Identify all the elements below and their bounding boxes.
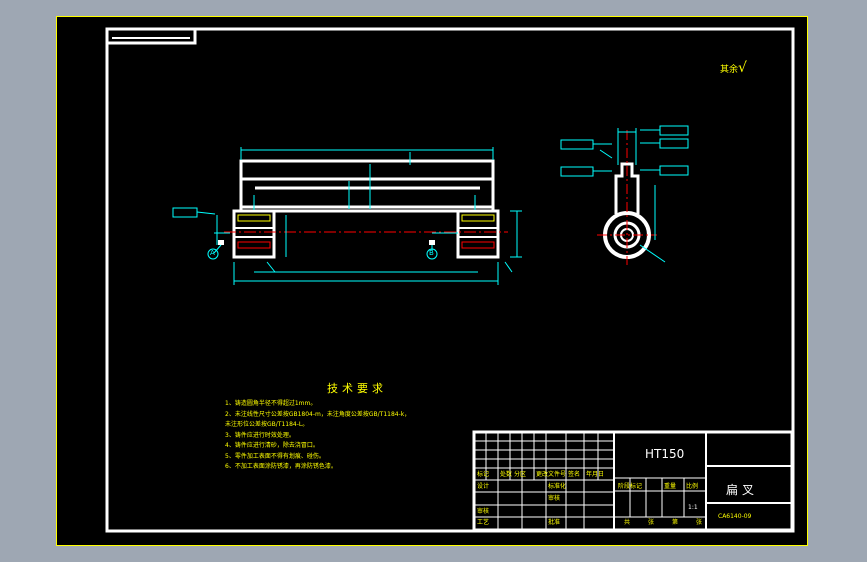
code-box — [105, 27, 197, 45]
title-block-left-grid — [474, 432, 614, 530]
outer-border-line — [56, 16, 808, 546]
roughness-note-label: 其余 — [720, 65, 739, 75]
datum-b-label: B — [429, 249, 434, 257]
tb-sheet-label: 共 — [624, 519, 631, 526]
part-name: 扁叉 — [726, 483, 759, 497]
tech-requirement-item: 1、铸造圆角半径不得超过1mm。 — [225, 400, 317, 407]
tech-requirement-item: 5、零件加工表面不得有划痕、碰伤。 — [225, 452, 325, 460]
title-block-outer — [472, 430, 794, 532]
roughness-note: 其余√ — [720, 61, 747, 75]
fork-blade — [614, 162, 640, 214]
tb-head-label: 签名 — [568, 471, 581, 478]
left-hub-bore-top — [237, 214, 271, 222]
title-block — [472, 430, 794, 532]
tech-requirement-item: 4、铸件应进行清砂，除去浇冒口。 — [225, 442, 319, 449]
tech-requirements-title: 技术要求 — [327, 382, 387, 395]
tech-requirements-list: 1、铸造圆角半径不得超过1mm。 2、未注线性尺寸公差按GB1804-m，未注角… — [225, 401, 465, 475]
tb-row-label: 审核 — [477, 508, 490, 515]
material-label: HT150 — [645, 447, 685, 461]
tb-row-label: 工艺 — [477, 519, 490, 526]
front-view — [232, 159, 500, 259]
drawing-frame — [105, 27, 795, 533]
tech-requirement-item: 2、未注线性尺寸公差按GB1804-m，未注角度公差按GB/T1184-k， — [225, 410, 411, 418]
tb-head-label: 年月日 — [586, 471, 605, 478]
tb-row-label: 标记 — [477, 471, 490, 478]
tech-requirement-item: 6、不加工表面涂防锈漆，再涂防锈色漆。 — [225, 463, 337, 470]
tb-sheet-label: 张 — [648, 519, 655, 526]
right-hub-bore-top — [461, 214, 495, 222]
right-hub-bore-bottom — [461, 241, 495, 249]
front-dimensions — [172, 147, 522, 285]
tb-mid-label: 批准 — [548, 519, 561, 526]
fork-bar-outer — [239, 159, 495, 209]
tb-stage-label: 比例 — [686, 483, 699, 490]
scale-value: 1:1 — [688, 504, 698, 511]
datum-b-circle — [426, 248, 438, 260]
tb-mid-label: 审核 — [548, 495, 561, 502]
left-hub-bore-bottom — [237, 241, 271, 249]
tb-sheet-label: 第 — [672, 519, 679, 526]
tb-row-label: 设计 — [477, 483, 490, 490]
left-hub — [232, 209, 276, 259]
tb-head-label: 分区 — [514, 471, 527, 478]
tb-stage-label: 重量 — [664, 483, 677, 490]
tb-stage-label: 阶段标记 — [618, 483, 643, 490]
datum-markers — [207, 240, 438, 260]
side-dimensions — [560, 125, 689, 263]
datum-a-circle — [207, 248, 219, 260]
tb-head-label: 更改文件号 — [536, 471, 567, 478]
tech-requirement-item: 3、铸件应进行时效处理。 — [225, 431, 295, 439]
tb-head-label: 处数 — [500, 471, 513, 478]
drawing-code: CA6140-09 — [718, 513, 752, 520]
tb-sheet-label: 张 — [696, 519, 703, 526]
side-view — [560, 125, 689, 265]
roughness-symbol: √ — [738, 60, 747, 76]
tech-requirement-item: 未注形位公差按GB/T1184-L。 — [225, 421, 309, 428]
datum-a-label: A — [210, 249, 215, 257]
tb-mid-label: 标准化 — [548, 483, 567, 490]
right-hub — [456, 209, 500, 259]
